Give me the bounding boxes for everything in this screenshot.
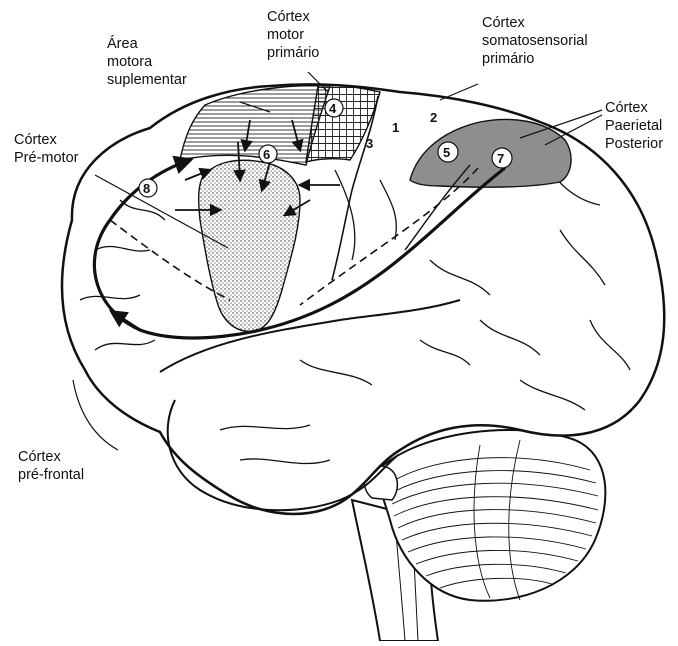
area-5-label: 5	[443, 145, 450, 160]
area-7-label: 7	[497, 151, 504, 166]
svg-text:suplementar: suplementar	[107, 72, 187, 88]
svg-text:motor: motor	[267, 27, 304, 43]
svg-text:pré-frontal: pré-frontal	[18, 467, 84, 483]
area-3-label: 3	[366, 136, 373, 151]
label-primary-somatosensory-cortex: Córtex somatosensorial primário	[482, 15, 588, 67]
area-6-label: 6	[263, 147, 270, 162]
svg-text:Córtex: Córtex	[18, 449, 61, 465]
svg-text:Córtex: Córtex	[605, 100, 648, 116]
label-premotor-cortex: Córtex Pré-motor	[14, 132, 79, 166]
label-posterior-parietal-cortex: Córtex Paerietal Posterior	[605, 100, 663, 152]
svg-text:primário: primário	[267, 45, 319, 61]
svg-text:motora: motora	[107, 54, 153, 70]
area-2-label: 2	[430, 110, 437, 125]
label-primary-motor-cortex: Córtex motor primário	[267, 9, 319, 61]
label-supplementary-motor-area: Área motora suplementar	[107, 35, 187, 88]
area-1-label: 1	[392, 120, 399, 135]
svg-text:Paerietal: Paerietal	[605, 118, 662, 134]
area-8-label: 8	[143, 181, 150, 196]
svg-text:Pré-motor: Pré-motor	[14, 150, 79, 166]
area-4-label: 4	[329, 101, 337, 116]
svg-text:Córtex: Córtex	[482, 15, 525, 31]
svg-text:Córtex: Córtex	[14, 132, 57, 148]
svg-text:Córtex: Córtex	[267, 9, 310, 25]
svg-text:somatosensorial: somatosensorial	[482, 33, 588, 49]
svg-text:Posterior: Posterior	[605, 136, 663, 152]
label-prefrontal-cortex: Córtex pré-frontal	[18, 449, 84, 483]
svg-text:Área: Área	[107, 35, 139, 52]
svg-text:primário: primário	[482, 51, 534, 67]
